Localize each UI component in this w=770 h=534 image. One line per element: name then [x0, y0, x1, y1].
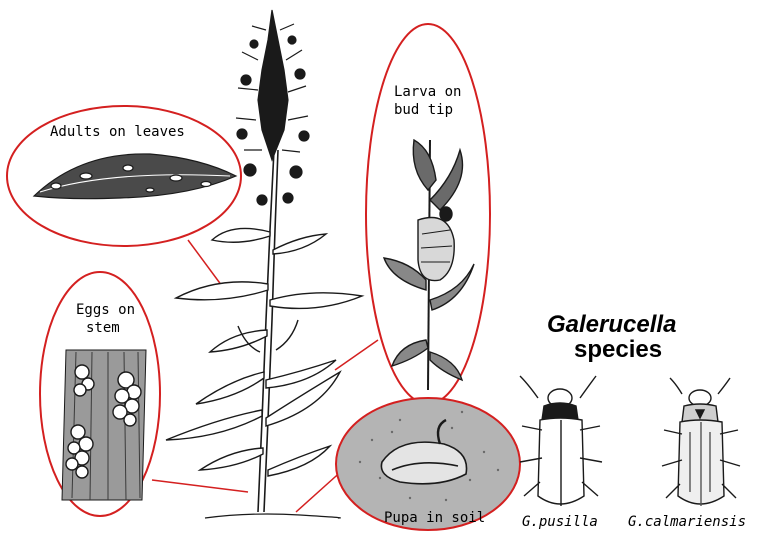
loosestrife-plant [166, 10, 362, 518]
caption-calmariensis: G.calmariensis [628, 514, 746, 530]
callout-pupa: Pupa in soil [336, 398, 520, 530]
caption-pusilla: G.pusilla [522, 514, 598, 530]
leader-larva [335, 340, 378, 370]
leader-adults [188, 240, 222, 286]
leader-eggs [152, 480, 248, 492]
heading-genus: Galerucella [547, 311, 676, 338]
species-heading: Galerucella species [547, 311, 676, 363]
label-larva-line2: bud tip [394, 102, 453, 118]
eggs-stem-illustration [62, 350, 146, 500]
label-adults: Adults on leaves [50, 124, 185, 140]
heading-species-word: species [574, 336, 662, 363]
beetle-pusilla-illustration [520, 376, 602, 506]
beetle-calmariensis-illustration [662, 378, 740, 506]
label-eggs-line2: stem [86, 320, 120, 336]
label-pupa: Pupa in soil [384, 510, 485, 526]
callout-eggs: Eggs on stem [40, 272, 160, 516]
label-eggs-line1: Eggs on [76, 302, 135, 318]
callout-adults: Adults on leaves [7, 106, 241, 246]
label-larva-line1: Larva on [394, 84, 461, 100]
callout-larva: Larva on bud tip [366, 24, 490, 404]
